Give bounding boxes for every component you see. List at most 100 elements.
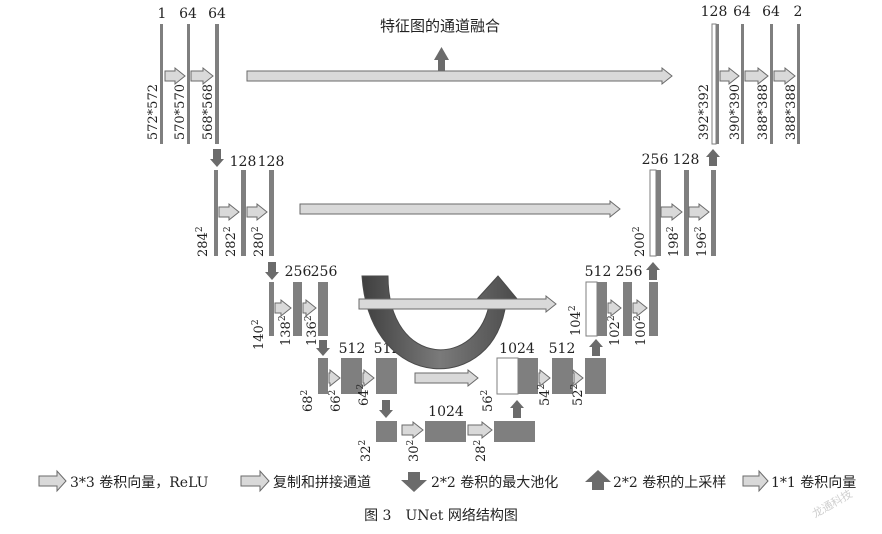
up-arrow-icon [585,470,611,490]
size-label: 2842 [195,226,211,257]
feature-map [552,358,573,394]
channel-label: 512 [339,341,366,357]
channel-label: 1 [158,6,167,22]
feature-map [649,282,658,336]
conv3-arrow-icon [246,202,268,222]
channel-label: 1024 [499,341,535,357]
encoder-level-4: 512 512 682 662 642 [300,341,400,412]
feature-map [269,282,274,336]
size-label: 562 [480,390,496,412]
conv3-arrow-icon [607,298,622,318]
size-label: 390*390 [728,84,743,140]
conv3-arrow-icon [164,66,186,86]
legend-copy: 复制和拼接通道 [240,469,371,493]
fusion-up-arrow [434,47,449,72]
feature-map [656,170,661,256]
size-label: 642 [356,384,372,406]
decoder-level-2: 256 128 2002 1982 1962 [632,152,716,257]
size-label: 2802 [251,226,267,257]
size-label: 282 [473,440,489,462]
conv3-arrow-icon [218,202,240,222]
decoder-level-3: 512 256 1042 1022 1002 [568,264,658,346]
copy-arrow-icon [358,294,557,314]
bottleneck: 1024 322 302 282 [358,404,535,462]
feature-map [623,282,632,336]
copy-arrow-icon [414,368,479,388]
pool-arrow-icon [401,472,427,492]
feature-map [585,358,606,394]
encoder-level-1: 1 64 64 572*572 570*570 568*568 [146,6,226,144]
feature-map [215,24,219,144]
channel-label: 64 [762,4,780,20]
size-label: 572*572 [146,84,161,140]
conv3-arrow-icon [328,368,341,388]
feature-map [269,170,274,256]
conv3-arrow-icon [538,368,551,388]
channel-label: 256 [616,264,643,280]
legend-conv3-label: 3*3 卷积向量，ReLU [70,475,209,491]
feature-map [318,282,328,336]
feature-map-copied [496,357,519,395]
conv3-arrow-icon [719,66,740,86]
feature-map [241,170,246,256]
size-label: 1382 [278,315,294,346]
watermark: 龙通科技 [810,486,855,520]
size-label: 1962 [694,226,710,257]
feature-map [711,170,716,256]
legend-up: 2*2 卷积的上采样 [585,470,726,491]
legend-pool-label: 2*2 卷积的最大池化 [431,475,558,491]
size-label: 522 [570,384,586,406]
copy-arrow-icon [240,469,270,493]
copy-arrow-icon [299,199,621,219]
channel-label: 512 [549,341,576,357]
channel-label: 256 [642,152,669,168]
size-label: 2822 [223,226,239,257]
channel-label: 256 [285,264,312,280]
conv3-arrow-icon [467,420,493,440]
feature-map [160,24,163,144]
up-arrow-icon [646,262,660,280]
legend-conv1: 1*1 卷积向量 [742,469,856,493]
curved-transfer-arrow [361,275,519,370]
figure-caption: 图 3 UNet 网络结构图 [364,508,518,524]
legend-conv1-label: 1*1 卷积向量 [771,475,856,491]
pool-arrow-icon [265,262,279,280]
size-label: 1002 [633,315,649,346]
feature-map [293,282,302,336]
conv3-arrow-icon [572,368,584,388]
feature-map-copied [711,23,717,145]
feature-map-copied [649,169,657,257]
feature-map [214,170,218,256]
legend-copy-label: 复制和拼接通道 [273,474,371,491]
size-label: 322 [358,440,374,462]
up-arrow-icon [510,400,524,418]
feature-map [684,170,689,256]
channel-label: 128 [258,154,285,170]
size-label: 568*568 [201,84,216,140]
feature-map [425,421,466,442]
up-arrow-icon [706,149,720,166]
conv3-arrow-icon [302,298,317,318]
conv3-arrow-icon [190,66,214,86]
encoder-level-3: 256 256 1402 1382 1362 [251,264,337,350]
size-label: 388*388 [784,84,799,140]
feature-map [341,358,362,394]
conv3-arrow-icon [632,298,648,318]
channel-label: 64 [208,6,226,22]
decoder-level-4: 1024 512 562 542 522 [480,341,606,412]
conv3-arrow-icon [688,202,710,222]
channel-label: 128 [230,154,257,170]
channel-label: 128 [673,152,700,168]
size-label: 662 [328,390,344,412]
arrow-layer [164,66,796,440]
conv3-arrow-icon [401,420,424,440]
channel-label: 256 [311,264,338,280]
size-label: 682 [300,390,316,412]
conv1-arrow-icon [742,469,769,493]
size-label: 1402 [251,319,267,350]
up-arrow-icon [589,339,603,356]
size-label: 542 [537,384,553,406]
feature-map [187,24,190,144]
feature-map [376,421,397,442]
conv3-arrow-icon [362,368,375,388]
